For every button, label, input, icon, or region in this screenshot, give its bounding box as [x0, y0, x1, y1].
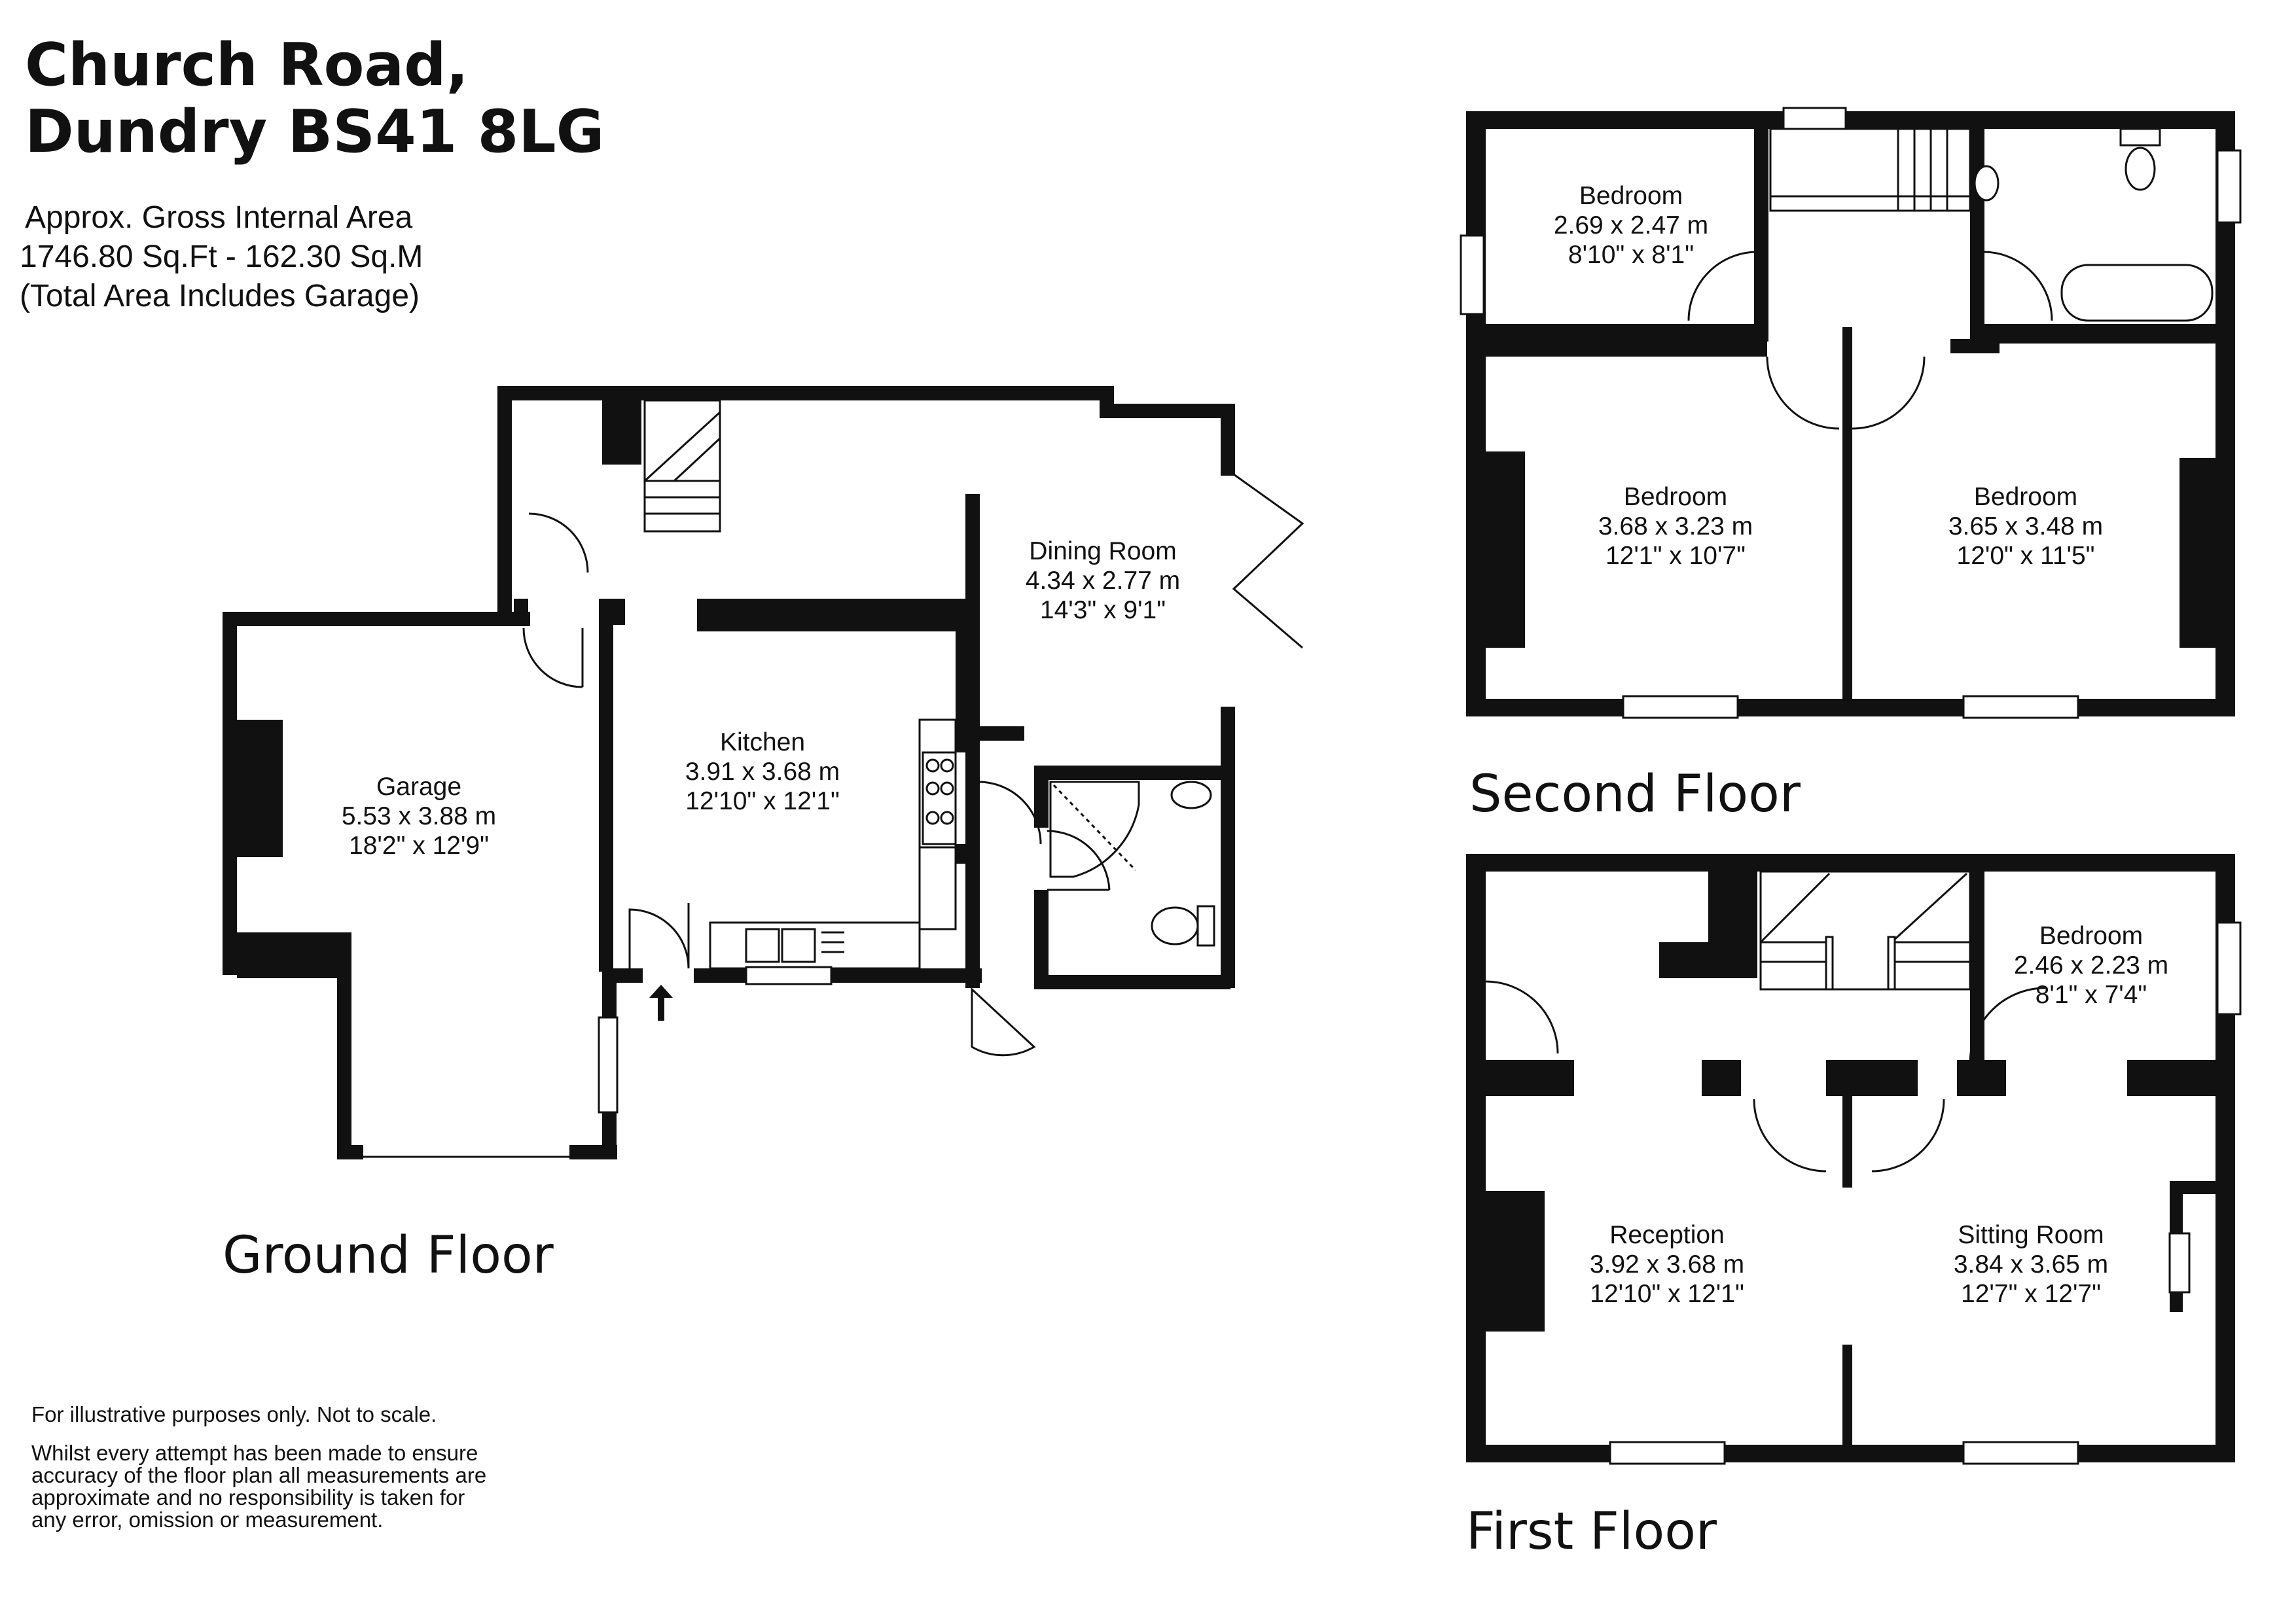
room-name: Reception	[1609, 1221, 1725, 1249]
address-line-1: Church Road,	[25, 31, 469, 99]
floor-label-ground: Ground Floor	[223, 1226, 554, 1285]
room-imperial: 8'1" x 7'4"	[2036, 981, 2147, 1009]
floor-label-second: Second Floor	[1469, 765, 1801, 824]
fireplace-icon	[2168, 1232, 2191, 1294]
second-floor-plan	[1460, 107, 2242, 719]
disclaimer-line-2: Whilst every attempt has been made to en…	[31, 1441, 478, 1465]
room-name: Dining Room	[1029, 537, 1176, 565]
shower-icon	[1049, 781, 1140, 878]
second-stairs	[1769, 128, 1971, 212]
room-name: Kitchen	[720, 728, 805, 756]
ground-stairs	[643, 399, 721, 533]
room-label-reception: Reception 3.92 x 3.68 m 12'10" x 12'1"	[1590, 1221, 1744, 1308]
room-metric: 2.69 x 2.47 m	[1554, 211, 1708, 239]
room-metric: 3.84 x 3.65 m	[1954, 1250, 2108, 1279]
room-name: Bedroom	[2039, 922, 2143, 950]
room-name: Bedroom	[1624, 483, 1727, 511]
room-name: Bedroom	[1974, 483, 2077, 511]
room-metric: 3.91 x 3.68 m	[685, 758, 840, 786]
disclaimer-line-5: any error, omission or measurement.	[31, 1508, 383, 1532]
address-line-2: Dundry BS41 8LG	[25, 97, 605, 166]
room-imperial: 12'7" x 12'7"	[1961, 1280, 2101, 1308]
first-stairs	[1759, 870, 1971, 991]
room-label-second-bedroom-left: Bedroom 3.68 x 3.23 m 12'1" x 10'7"	[1598, 483, 1753, 570]
entrance-arrow-icon	[649, 985, 673, 1021]
area-note: (Total Area Includes Garage)	[20, 279, 420, 313]
room-imperial: 18'2" x 12'9"	[349, 832, 489, 860]
room-name: Bedroom	[1579, 182, 1683, 210]
room-imperial: 12'10" x 12'1"	[1590, 1280, 1744, 1308]
room-label-first-bedroom: Bedroom 2.46 x 2.23 m 8'1" x 7'4"	[2014, 922, 2168, 1009]
toilet-icon	[1151, 905, 1215, 947]
ground-floor-plan	[223, 386, 1304, 1159]
sink-icon	[745, 928, 844, 963]
room-imperial: 8'10" x 8'1"	[1568, 241, 1694, 269]
disclaimer-line-1: For illustrative purposes only. Not to s…	[31, 1402, 437, 1426]
area-title: Approx. Gross Internal Area	[25, 200, 413, 235]
basin-icon	[1170, 781, 1212, 809]
room-label-sitting-room: Sitting Room 3.84 x 3.65 m 12'7" x 12'7"	[1954, 1221, 2108, 1308]
room-name: Sitting Room	[1958, 1221, 2104, 1249]
room-metric: 3.68 x 3.23 m	[1598, 512, 1753, 540]
room-name: Garage	[376, 773, 461, 801]
area-value: 1746.80 Sq.Ft - 162.30 Sq.M	[20, 239, 423, 274]
basin-icon	[1973, 165, 2000, 202]
room-label-kitchen: Kitchen 3.91 x 3.68 m 12'10" x 12'1"	[685, 728, 840, 815]
toilet-icon	[2119, 128, 2161, 191]
room-label-second-bedroom-small: Bedroom 2.69 x 2.47 m 8'10" x 8'1"	[1554, 182, 1708, 269]
room-label-dining-room: Dining Room 4.34 x 2.77 m 14'3" x 9'1"	[1026, 537, 1180, 624]
room-metric: 3.92 x 3.68 m	[1590, 1250, 1744, 1279]
disclaimer-line-4: approximate and no responsibility is tak…	[31, 1485, 465, 1509]
disclaimer-line-3: accuracy of the floor plan all measureme…	[31, 1463, 486, 1487]
room-metric: 2.46 x 2.23 m	[2014, 951, 2168, 980]
room-imperial: 14'3" x 9'1"	[1040, 596, 1166, 624]
room-metric: 3.65 x 3.48 m	[1948, 512, 2103, 540]
room-metric: 4.34 x 2.77 m	[1026, 567, 1180, 595]
first-floor-plan	[1466, 854, 2242, 1465]
bath-icon	[2060, 264, 2214, 322]
room-metric: 5.53 x 3.88 m	[342, 802, 496, 830]
room-imperial: 12'10" x 12'1"	[685, 787, 840, 815]
room-imperial: 12'0" x 11'5"	[1957, 542, 2095, 570]
hob-icon	[922, 751, 957, 845]
room-imperial: 12'1" x 10'7"	[1605, 542, 1746, 570]
room-label-garage: Garage 5.53 x 3.88 m 18'2" x 12'9"	[342, 773, 496, 860]
floor-label-first: First Floor	[1466, 1502, 1717, 1561]
room-label-second-bedroom-right: Bedroom 3.65 x 3.48 m 12'0" x 11'5"	[1948, 483, 2103, 570]
